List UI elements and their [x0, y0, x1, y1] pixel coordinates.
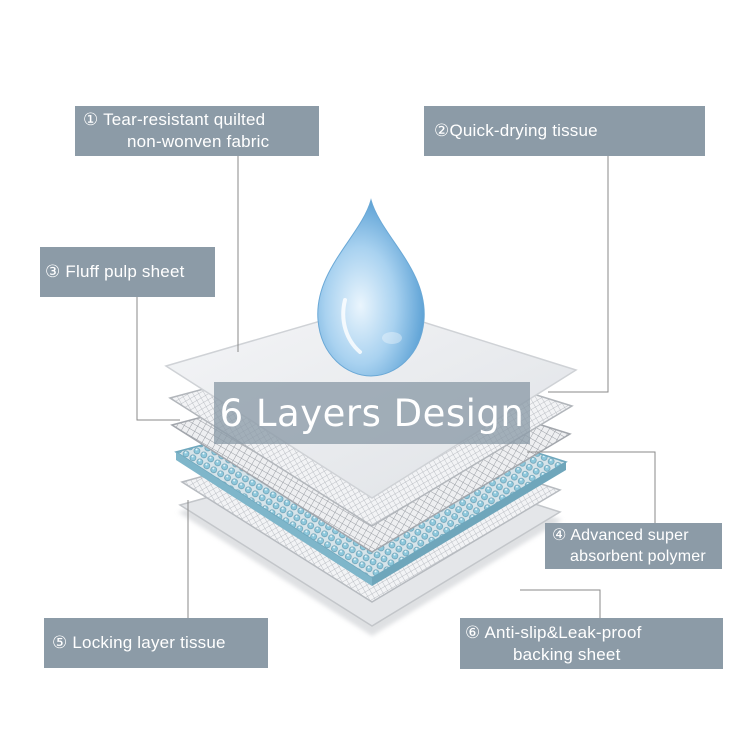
layer-label-line1: Quick-drying tissue — [449, 121, 598, 140]
label-layer-4: ④ Advanced super absorbent polymer — [545, 523, 722, 569]
leader-lines — [136, 156, 656, 618]
layer-number: ② — [434, 121, 450, 140]
label-layer-6: ⑥ Anti-slip&Leak-proof backing sheet — [460, 618, 723, 669]
layer-label-line1: Tear-resistant quilted — [103, 110, 266, 129]
label-layer-5: ⑤ Locking layer tissue — [44, 618, 268, 668]
layer-number: ⑤ — [52, 633, 68, 652]
layer-number: ④ — [552, 527, 567, 544]
layer-label-line1: Anti-slip&Leak-proof — [484, 622, 642, 642]
water-drop-icon — [317, 198, 425, 377]
label-layer-3: ③ Fluff pulp sheet — [40, 247, 215, 297]
layer-number: ⑥ — [465, 622, 481, 642]
layer-label-line2: absorbent polymer — [570, 548, 706, 565]
layer-label-line1: Advanced super — [570, 527, 689, 544]
layer-number: ③ — [45, 262, 61, 281]
label-layer-1: ① Tear-resistant quilted non-wonven fabr… — [75, 106, 319, 156]
layer-label-line1: Locking layer tissue — [72, 633, 226, 652]
label-layer-2: ②Quick-drying tissue — [424, 106, 705, 156]
layer-label-line2: non-wonven fabric — [127, 132, 270, 151]
layer-label-line2: backing sheet — [513, 644, 621, 664]
layer-number: ① — [83, 110, 99, 129]
diagram-title: 6 Layers Design — [214, 382, 530, 444]
layer-label-line1: Fluff pulp sheet — [65, 262, 185, 281]
